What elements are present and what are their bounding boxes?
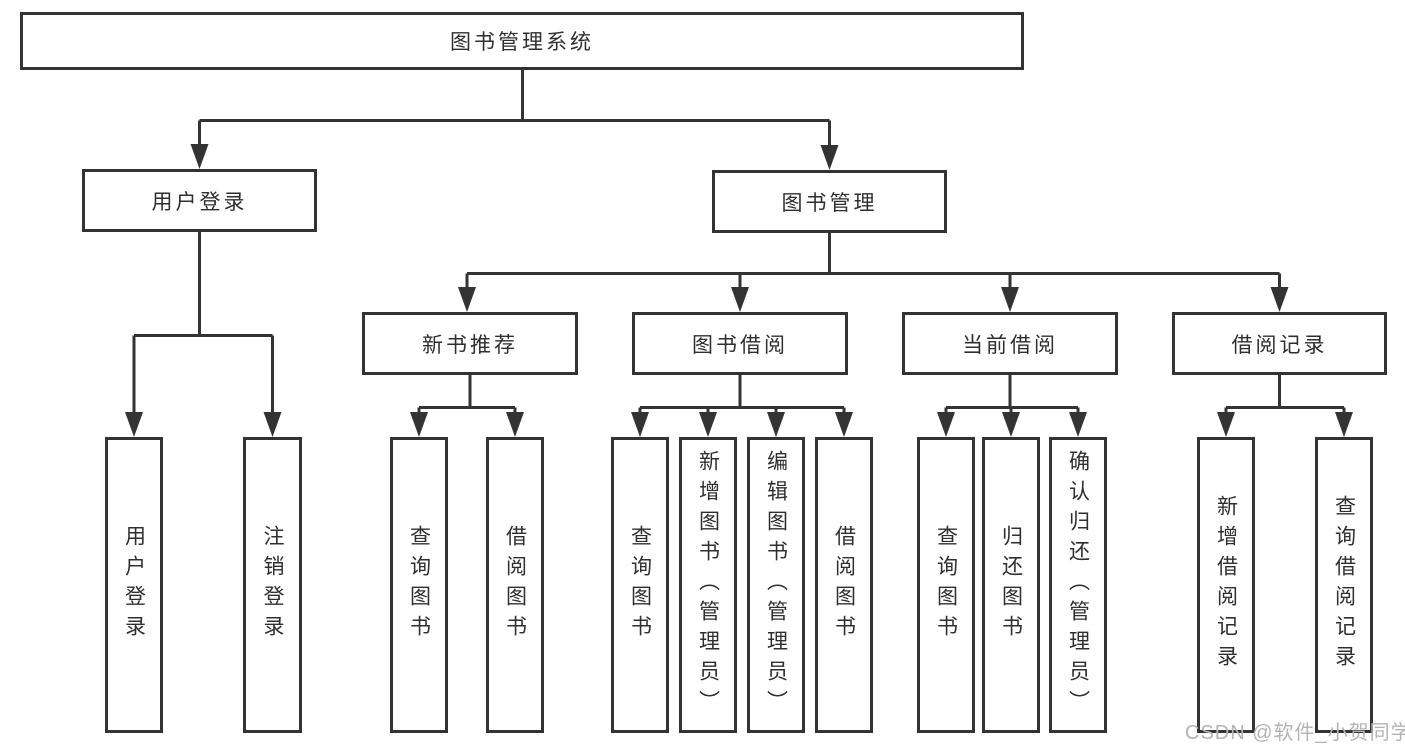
node-new-book-recommend: 新书推荐 [362, 312, 578, 375]
node-book-borrowing-label: 图书借阅 [692, 333, 788, 357]
leaf-bb-add-book-admin-label: 新增图书（管理员） [696, 450, 720, 720]
leaf-br-query-record: 查询借阅记录 [1315, 437, 1373, 733]
leaf-cb-return-book: 归还图书 [982, 437, 1040, 733]
leaf-user-login-label: 用户登录 [122, 525, 146, 645]
leaf-logout: 注销登录 [243, 437, 302, 733]
leaf-br-add-record-label: 新增借阅记录 [1214, 495, 1238, 675]
node-root-label: 图书管理系统 [450, 31, 594, 54]
leaf-bb-query-book-label: 查询图书 [628, 525, 652, 645]
leaf-cb-confirm-return-admin-label: 确认归还（管理员） [1066, 450, 1090, 720]
leaf-cb-query-book-label: 查询图书 [934, 525, 958, 645]
leaf-cb-return-book-label: 归还图书 [999, 525, 1023, 645]
node-current-borrowing-label: 当前借阅 [962, 333, 1058, 357]
csdn-watermark: CSDN @软件_小贺同学 [1185, 722, 1405, 744]
leaf-bb-add-book-admin: 新增图书（管理员） [679, 437, 737, 733]
node-book-management-branch-label: 图书管理 [781, 191, 878, 215]
leaf-nb-query-book: 查询图书 [390, 437, 448, 733]
leaf-nb-borrow-book: 借阅图书 [486, 437, 544, 733]
leaf-cb-confirm-return-admin: 确认归还（管理员） [1049, 437, 1107, 733]
node-user-login-branch: 用户登录 [82, 169, 317, 232]
leaf-logout-label: 注销登录 [261, 525, 284, 645]
leaf-bb-borrow-book: 借阅图书 [815, 437, 873, 733]
node-user-login-branch-label: 用户登录 [151, 190, 248, 214]
node-book-management-branch: 图书管理 [712, 170, 947, 233]
node-new-book-recommend-label: 新书推荐 [422, 333, 518, 357]
leaf-cb-query-book: 查询图书 [917, 437, 975, 733]
leaf-bb-edit-book-admin: 编辑图书（管理员） [747, 437, 805, 733]
leaf-bb-edit-book-admin-label: 编辑图书（管理员） [764, 450, 788, 720]
leaf-br-add-record: 新增借阅记录 [1197, 437, 1255, 733]
leaf-br-query-record-label: 查询借阅记录 [1332, 495, 1356, 675]
arrowheads [125, 144, 1353, 437]
node-book-borrowing: 图书借阅 [632, 312, 848, 375]
node-borrowing-records-label: 借阅记录 [1231, 333, 1328, 357]
node-borrowing-records: 借阅记录 [1172, 312, 1387, 375]
node-root: 图书管理系统 [20, 12, 1024, 70]
leaf-nb-query-book-label: 查询图书 [407, 525, 431, 645]
leaf-bb-borrow-book-label: 借阅图书 [832, 525, 856, 645]
leaf-user-login: 用户登录 [105, 437, 163, 733]
node-current-borrowing: 当前借阅 [902, 312, 1118, 375]
leaf-bb-query-book: 查询图书 [611, 437, 669, 733]
leaf-nb-borrow-book-label: 借阅图书 [503, 525, 527, 645]
